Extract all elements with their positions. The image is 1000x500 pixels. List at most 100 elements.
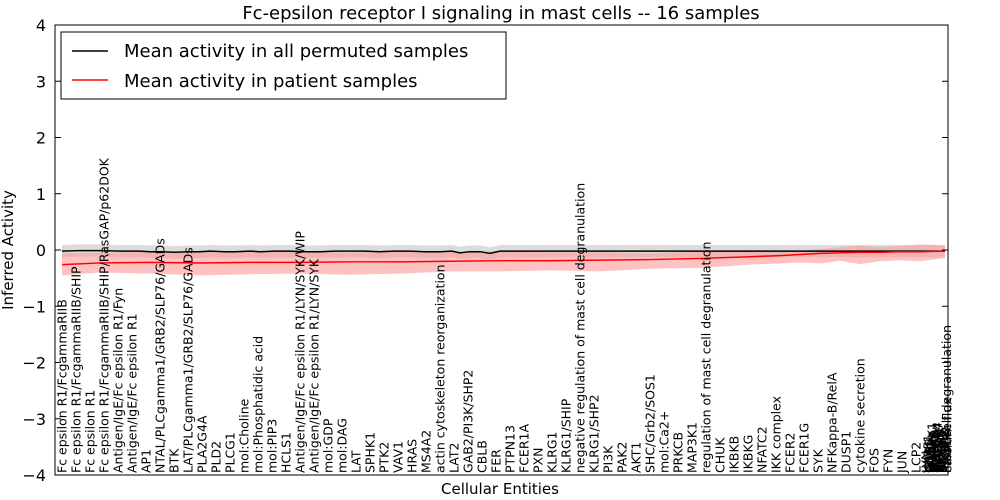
y-tick-label: −3 — [22, 410, 46, 429]
x-tick-label: Fc epsilon R1/FcgammaRIIB/SHIP — [69, 266, 84, 473]
x-tick-label: IKBKB — [727, 436, 742, 473]
x-tick-label: LCP2 — [909, 442, 924, 473]
x-tick-label: mol:Choline — [237, 398, 252, 473]
x-tick-label: calcium flux — [940, 397, 955, 473]
x-tick-label: FER — [489, 449, 504, 473]
legend-box — [60, 31, 507, 100]
x-tick-label: IKBKG — [741, 435, 756, 473]
x-tick-label: WIPF1 — [921, 434, 936, 473]
x-tick-label: FCER1A — [517, 424, 532, 473]
y-tick-label: −4 — [22, 466, 46, 485]
x-tick-label: SYK — [811, 448, 826, 473]
x-tick-label: MAP2K7 — [931, 422, 946, 473]
patient-band — [62, 244, 945, 276]
x-tick-label: NTAL/PLCgamma1/GRB2/SLP76/GADs — [153, 238, 168, 473]
x-tick-label: AKT1 — [629, 442, 644, 473]
x-axis-title: Cellular Entities — [441, 480, 559, 498]
x-tick-label: SOS1 — [923, 439, 938, 473]
x-tick-label: PAK2 — [615, 442, 630, 473]
x-tick-label: HCLS1 — [279, 432, 294, 473]
x-tick-label: LAT2 — [447, 443, 462, 473]
x-tick-label: mol:GDP — [321, 418, 336, 473]
x-tick-label: PLCG1 — [223, 432, 238, 473]
x-tick-label: FYN — [881, 449, 896, 473]
x-tick-label: LAT — [349, 450, 364, 473]
x-tick-label: IKK complex — [769, 396, 784, 473]
x-tick-label: PTK2 — [377, 442, 392, 473]
x-tick-label: activity — [928, 426, 943, 473]
x-tick-label: SHC/Grb2/SOS1 — [643, 374, 658, 473]
y-tick-label: 0 — [36, 241, 46, 260]
x-tick-label: Antigen/IgE/Fc epsilon R1/LYN/SYK/WIP — [293, 231, 308, 473]
legend-label-permuted: Mean activity in all permuted samples — [124, 41, 468, 62]
x-tick-label: FCER2 — [783, 433, 798, 473]
x-tick-label: KLRG1/SHIP — [559, 398, 574, 473]
x-tick-label: MS4A2 — [419, 430, 434, 473]
x-tick-label: MAPK1 — [926, 430, 941, 473]
x-tick-label: BTK — [167, 448, 182, 473]
x-tick-label: KLRG1/SHP2 — [587, 394, 602, 473]
x-tick-label: negative regulation of mast cell degranu… — [573, 183, 588, 473]
y-axis-title: Inferred Activity — [0, 190, 17, 310]
x-tick-label: RAF1 — [924, 441, 939, 473]
x-tick-label: LYN — [919, 451, 934, 473]
patient-mean-line — [61, 250, 946, 266]
x-tick-label: PLD2 — [209, 441, 224, 473]
x-tick-label: CBLB — [475, 440, 490, 473]
chart-title: Fc-epsilon receptor I signaling in mast … — [242, 3, 759, 24]
x-tick-label: mol:DAG — [335, 418, 350, 473]
x-tick-label: HRAS — [405, 439, 420, 473]
x-tick-label: PXN — [531, 448, 546, 473]
x-tick-label: PI3K — [601, 445, 616, 473]
x-tick-label: mol:PIP3 — [265, 419, 280, 473]
x-tick-label: PRKCD — [935, 431, 950, 473]
permuted-mean-line — [61, 249, 945, 255]
x-tick-label: KLRG1 — [545, 432, 560, 474]
y-tick-label: 4 — [36, 16, 46, 35]
x-tick-label: cytokine secretion — [853, 358, 868, 473]
x-tick-label: PIK3CA — [939, 428, 954, 473]
x-tick-label: AP1 — [139, 449, 154, 473]
x-tick-label: DUSP1 — [839, 431, 854, 473]
x-tick-label: MAP2K1 — [925, 422, 940, 473]
x-tick-label: Fc epsilon R1/FcgammaRIIB — [55, 299, 70, 473]
x-tick-label: NFKappa-B/RelA — [825, 372, 840, 473]
y-tick-label: −2 — [22, 354, 46, 373]
x-tick-label: regulation of mast cell degranulation — [699, 242, 714, 473]
x-tick-label: Antigen/IgE/Fc epsilon R1/LYN/SYK — [307, 258, 322, 473]
legend: Mean activity in all permuted samples Me… — [60, 31, 507, 100]
x-tick-label: PIK3R1 — [938, 429, 953, 473]
x-tick-label: MAPK8 — [928, 430, 943, 473]
x-tick-label: PTPN13 — [503, 425, 518, 473]
y-tick-label: 2 — [36, 129, 46, 148]
x-tick-label: Antigen/IgE/Fc epsilon R1/Fyn — [111, 288, 126, 473]
x-tick-label: RELA — [934, 440, 949, 473]
x-tick-label: mol:Ca2+ — [657, 411, 672, 473]
x-tick-label: GRB2 — [922, 438, 937, 473]
x-tick-label: LAT/PLCgamma1/GRB2/SLP76/GADs — [181, 247, 196, 473]
x-tick-label: mol:Phosphatidic acid — [251, 336, 266, 473]
x-tick-label: FCER1G — [797, 423, 812, 473]
y-tick-label: 3 — [36, 72, 46, 91]
x-tick-label: Antigen/IgE/Fc epsilon R1 — [125, 313, 140, 473]
x-tick-label: GAB2/PI3K/SHP2 — [461, 370, 476, 473]
y-tick-label: −1 — [22, 297, 46, 316]
x-tick-label: NFATC1 — [932, 426, 947, 473]
x-tick-label: PLA2G4A — [195, 415, 210, 473]
x-tick-label: ELK1 — [929, 442, 944, 473]
x-tick-label: MAPK3 — [927, 430, 942, 473]
x-tick-label: Fc epsilon R1 — [83, 390, 98, 473]
x-tick-label: actin cytoskeleton reorganization — [433, 264, 448, 473]
y-tick-label: 1 — [36, 185, 46, 204]
legend-label-patient: Mean activity in patient samples — [124, 71, 418, 92]
x-tick-label: MAP2K4 — [930, 422, 945, 473]
x-tick-label: PRKCB — [671, 432, 686, 473]
x-tick-label: mast cell degranulation — [939, 325, 954, 473]
x-tick-label: SPHK1 — [363, 432, 378, 473]
x-tick-label: Fc epsilon R1/FcgammaRIIB/SHIP/RasGAP/p6… — [97, 157, 112, 473]
x-tick-label: FOS — [867, 448, 882, 473]
x-tick-label: INPP5D — [937, 427, 952, 473]
x-tick-label: VAV1 — [391, 441, 406, 473]
x-tick-label: MAP3K1 — [685, 422, 700, 473]
